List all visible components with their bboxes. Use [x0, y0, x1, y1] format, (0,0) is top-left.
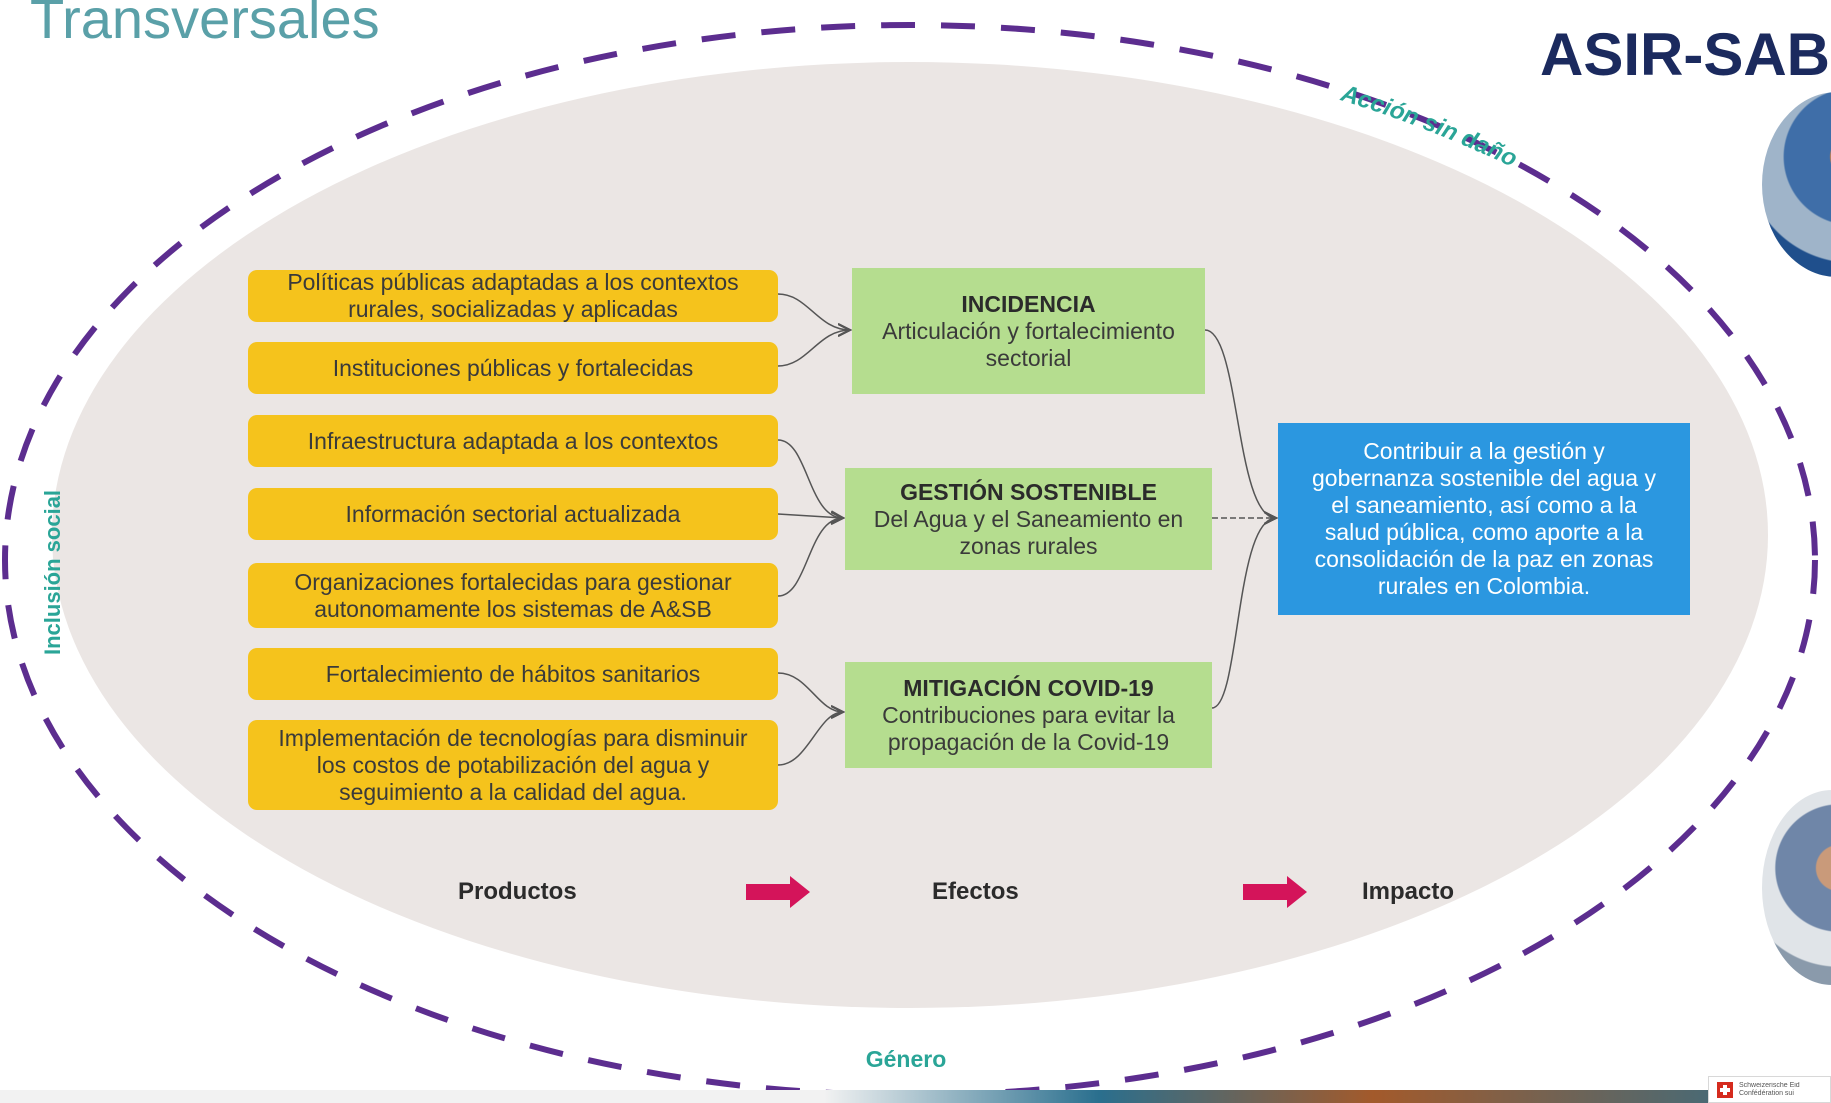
product-text: seguimiento a la calidad del agua. [339, 778, 687, 805]
impact-text: gobernanza sostenible del agua y [1312, 465, 1656, 491]
product-text: rurales, socializadas y aplicadas [348, 296, 678, 322]
stage-arrow-1 [746, 876, 810, 908]
connector-p7 [777, 712, 843, 766]
stage-label-impact: Impacto [1362, 878, 1455, 905]
impact-text: salud pública, como aporte a la [1324, 519, 1644, 545]
connector-p2 [777, 330, 850, 367]
product-text: Instituciones públicas y fortalecidas [332, 354, 694, 381]
connector-p5 [777, 518, 843, 597]
product-box-policies: Políticas públicas adaptadas a los conte… [248, 269, 778, 322]
effect-box-gestion-sostenible: GESTIÓN SOSTENIBLE Del Agua y el Saneami… [845, 468, 1212, 570]
effect-title: MITIGACIÓN COVID-19 [903, 674, 1154, 701]
stage-arrow-2 [1243, 876, 1307, 908]
impact-text: consolidación de la paz en zonas [1314, 546, 1654, 572]
effect-text: Del Agua y el Saneamiento en [873, 505, 1184, 532]
stage-arrows [746, 876, 1307, 908]
product-text: Información sectorial actualizada [345, 500, 681, 527]
frame-label-left: Inclusión social [40, 490, 65, 655]
impact-text: Contribuir a la gestión y [1363, 438, 1605, 464]
frame-label-bottom: Género [866, 1046, 947, 1072]
swiss-logo-text: Schweizerische Eid Confédération sui [1739, 1082, 1800, 1098]
swiss-logo-line: Schweizerische Eid [1739, 1081, 1800, 1089]
impact-text: rurales en Colombia. [1377, 573, 1591, 599]
brand-title: ASIR-SAB [1540, 21, 1831, 88]
effect-box-incidencia: INCIDENCIA Articulación y fortalecimient… [852, 268, 1205, 394]
effect-text: propagación de la Covid-19 [887, 728, 1170, 755]
swiss-flag-icon [1717, 1081, 1733, 1098]
product-text: los costos de potabilización del agua y [316, 751, 710, 778]
effect-text: sectorial [985, 344, 1072, 371]
product-box-information: Información sectorial actualizada [248, 488, 778, 540]
product-box-organizations: Organizaciones fortalecidas para gestion… [248, 563, 778, 628]
product-text: Fortalecimiento de hábitos sanitarios [325, 660, 701, 687]
effect-text: Contribuciones para evitar la [882, 701, 1175, 728]
footer-strip [0, 1090, 1831, 1103]
product-box-infrastructure: Infraestructura adaptada a los contextos [248, 415, 778, 467]
impact-text: el saneamiento, así como a la [1331, 492, 1637, 518]
product-box-technologies: Implementación de tecnologías para dismi… [248, 720, 778, 810]
product-text: Políticas públicas adaptadas a los conte… [287, 269, 739, 295]
product-text: Implementación de tecnologías para dismi… [278, 724, 748, 751]
swiss-logo-line: Confédération sui [1739, 1089, 1794, 1097]
impact-box: Contribuir a la gestión y gobernanza sos… [1278, 423, 1690, 615]
effect-box-mitigacion-covid: MITIGACIÓN COVID-19 Contribuciones para … [845, 662, 1212, 768]
effect-title: GESTIÓN SOSTENIBLE [900, 478, 1157, 505]
connector-e1 [1204, 329, 1276, 518]
stage-label-products: Productos [458, 878, 577, 905]
page-title: Transversales [30, 0, 380, 50]
product-text: Organizaciones fortalecidas para gestion… [294, 568, 732, 595]
connectors [777, 293, 1276, 766]
product-text: Infraestructura adaptada a los contextos [307, 427, 719, 454]
product-box-institutions: Instituciones públicas y fortalecidas [248, 342, 778, 394]
product-box-hygiene: Fortalecimiento de hábitos sanitarios [248, 648, 778, 700]
effect-text: Articulación y fortalecimiento [882, 317, 1175, 344]
effect-title: INCIDENCIA [961, 290, 1096, 317]
product-text: autonomamente los sistemas de A&SB [314, 595, 712, 622]
effect-text: zonas rurales [959, 532, 1098, 559]
swiss-logo: Schweizerische Eid Confédération sui [1708, 1076, 1831, 1103]
connector-e3 [1211, 518, 1276, 709]
stage-label-effects: Efectos [932, 878, 1019, 905]
